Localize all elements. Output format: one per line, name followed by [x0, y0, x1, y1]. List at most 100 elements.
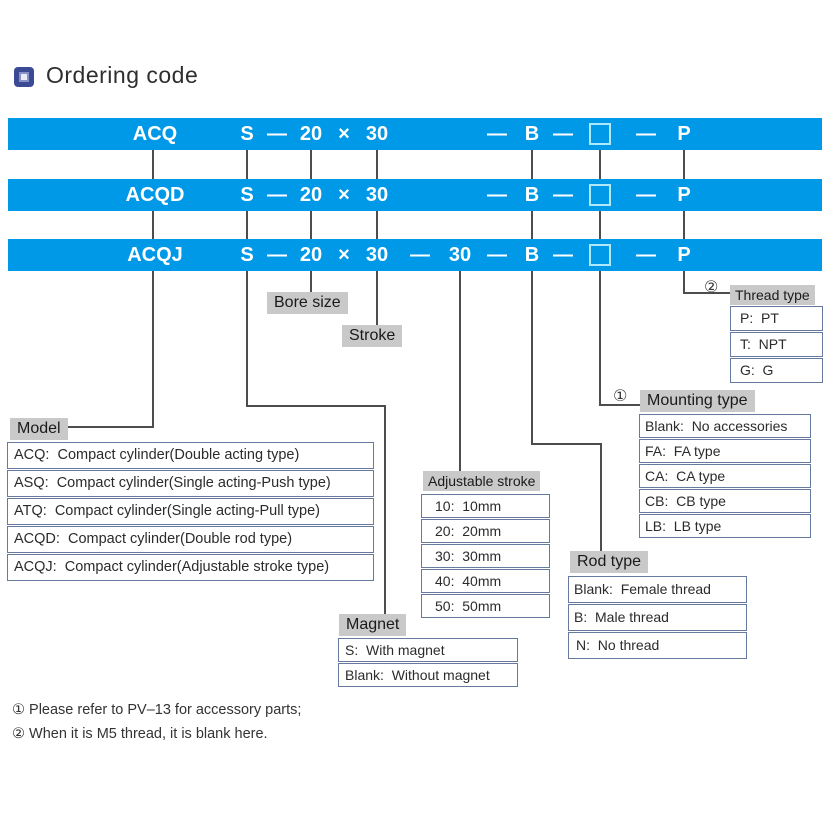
- table-thread-type: P: PT T: NPT G: G: [730, 306, 823, 383]
- table-row: Blank: No accessories: [639, 414, 811, 438]
- table-row: P: PT: [730, 306, 823, 331]
- rod-code: B: [524, 184, 540, 206]
- square-placeholder-icon: [589, 123, 611, 145]
- magnet-code: S: [240, 123, 254, 145]
- table-model: ACQ: Compact cylinder(Double acting type…: [7, 442, 374, 581]
- port-code: P: [677, 123, 691, 145]
- rod-code: B: [524, 244, 540, 266]
- connector-line: [599, 150, 601, 179]
- table-row: CA: CA type: [639, 464, 811, 488]
- connector-line: [152, 211, 154, 239]
- connector-line: [310, 150, 312, 179]
- section-bullet-icon: [14, 67, 34, 87]
- table-row: 10: 10mm: [421, 494, 550, 518]
- dash: —: [267, 184, 287, 206]
- connector-line: [599, 404, 641, 406]
- table-row: N: No thread: [568, 632, 747, 659]
- connector-line: [683, 150, 685, 179]
- square-placeholder-icon: [589, 244, 611, 266]
- connector-line: [531, 271, 533, 445]
- connector-line: [531, 443, 602, 445]
- dash: —: [410, 244, 430, 266]
- connector-line: [531, 211, 533, 239]
- connector-line: [376, 150, 378, 179]
- port-code: P: [677, 184, 691, 206]
- connector-line: [62, 426, 154, 428]
- ordering-bar-acqd: ACQD S — 20 × 30 — B — — P: [8, 179, 822, 211]
- dash: —: [553, 123, 573, 145]
- connector-line: [310, 271, 312, 293]
- label-bore-size: Bore size: [267, 292, 348, 314]
- dash: —: [636, 184, 656, 206]
- table-row: Blank: Female thread: [568, 576, 747, 603]
- page-title: Ordering code: [46, 62, 199, 88]
- table-adjustable-stroke: 10: 10mm 20: 20mm 30: 30mm 40: 40mm 50: …: [421, 494, 550, 618]
- table-row: ACQD: Compact cylinder(Double rod type): [7, 526, 374, 553]
- times-sign: ×: [338, 244, 350, 266]
- table-row: S: With magnet: [338, 638, 518, 662]
- footnote-2: ② When it is M5 thread, it is blank here…: [12, 726, 268, 742]
- callout-1-icon: ①: [613, 388, 628, 405]
- table-row: 50: 50mm: [421, 594, 550, 618]
- label-thread-type: Thread type: [730, 285, 815, 305]
- model-code: ACQD: [125, 184, 185, 206]
- connector-line: [246, 271, 248, 407]
- table-row: 40: 40mm: [421, 569, 550, 593]
- connector-line: [152, 150, 154, 179]
- stroke-code: 30: [365, 244, 389, 266]
- port-code: P: [677, 244, 691, 266]
- label-rod-type: Rod type: [570, 551, 649, 573]
- connector-line: [310, 211, 312, 239]
- ordering-bar-acq: ACQ S — 20 × 30 — B — — P: [8, 118, 822, 150]
- table-magnet: S: With magnet Blank: Without magnet: [338, 638, 518, 687]
- magnet-code: S: [240, 184, 254, 206]
- stroke-code: 30: [365, 184, 389, 206]
- stroke-code: 30: [365, 123, 389, 145]
- dash: —: [267, 244, 287, 266]
- label-adjustable-stroke: Adjustable stroke: [423, 471, 541, 491]
- magnet-code: S: [240, 244, 254, 266]
- bore-code: 20: [299, 123, 323, 145]
- dash: —: [553, 244, 573, 266]
- bore-code: 20: [299, 244, 323, 266]
- label-model: Model: [10, 418, 68, 440]
- table-rod-type: Blank: Female thread B: Male thread N: N…: [568, 576, 747, 659]
- dash: —: [487, 184, 507, 206]
- table-row: 20: 20mm: [421, 519, 550, 543]
- table-row: LB: LB type: [639, 514, 811, 538]
- connector-line: [384, 405, 386, 615]
- connector-line: [683, 292, 731, 294]
- square-placeholder-icon: [589, 184, 611, 206]
- bore-code: 20: [299, 184, 323, 206]
- table-row: T: NPT: [730, 332, 823, 357]
- connector-line: [683, 271, 685, 294]
- connector-line: [599, 271, 601, 406]
- times-sign: ×: [338, 184, 350, 206]
- label-stroke: Stroke: [342, 325, 403, 347]
- table-row: G: G: [730, 358, 823, 383]
- footnote-1: ① Please refer to PV–13 for accessory pa…: [12, 702, 302, 718]
- connector-line: [376, 211, 378, 239]
- connector-line: [600, 443, 602, 552]
- dash: —: [487, 123, 507, 145]
- connector-line: [246, 150, 248, 179]
- ordering-bar-acqj: ACQJ S — 20 × 30 — 30 — B — — P: [8, 239, 822, 271]
- table-mounting-type: Blank: No accessories FA: FA type CA: CA…: [639, 414, 811, 538]
- callout-2-icon: ②: [704, 279, 719, 296]
- table-row: FA: FA type: [639, 439, 811, 463]
- table-row: 30: 30mm: [421, 544, 550, 568]
- dash: —: [553, 184, 573, 206]
- connector-line: [246, 211, 248, 239]
- model-code: ACQJ: [127, 244, 183, 266]
- dash: —: [636, 123, 656, 145]
- connector-line: [376, 271, 378, 326]
- connector-line: [459, 271, 461, 472]
- table-row: ACQJ: Compact cylinder(Adjustable stroke…: [7, 554, 374, 581]
- table-row: CB: CB type: [639, 489, 811, 513]
- table-row: ASQ: Compact cylinder(Single acting-Push…: [7, 470, 374, 497]
- dash: —: [267, 123, 287, 145]
- label-magnet: Magnet: [339, 614, 407, 636]
- table-row: ACQ: Compact cylinder(Double acting type…: [7, 442, 374, 469]
- table-row: B: Male thread: [568, 604, 747, 631]
